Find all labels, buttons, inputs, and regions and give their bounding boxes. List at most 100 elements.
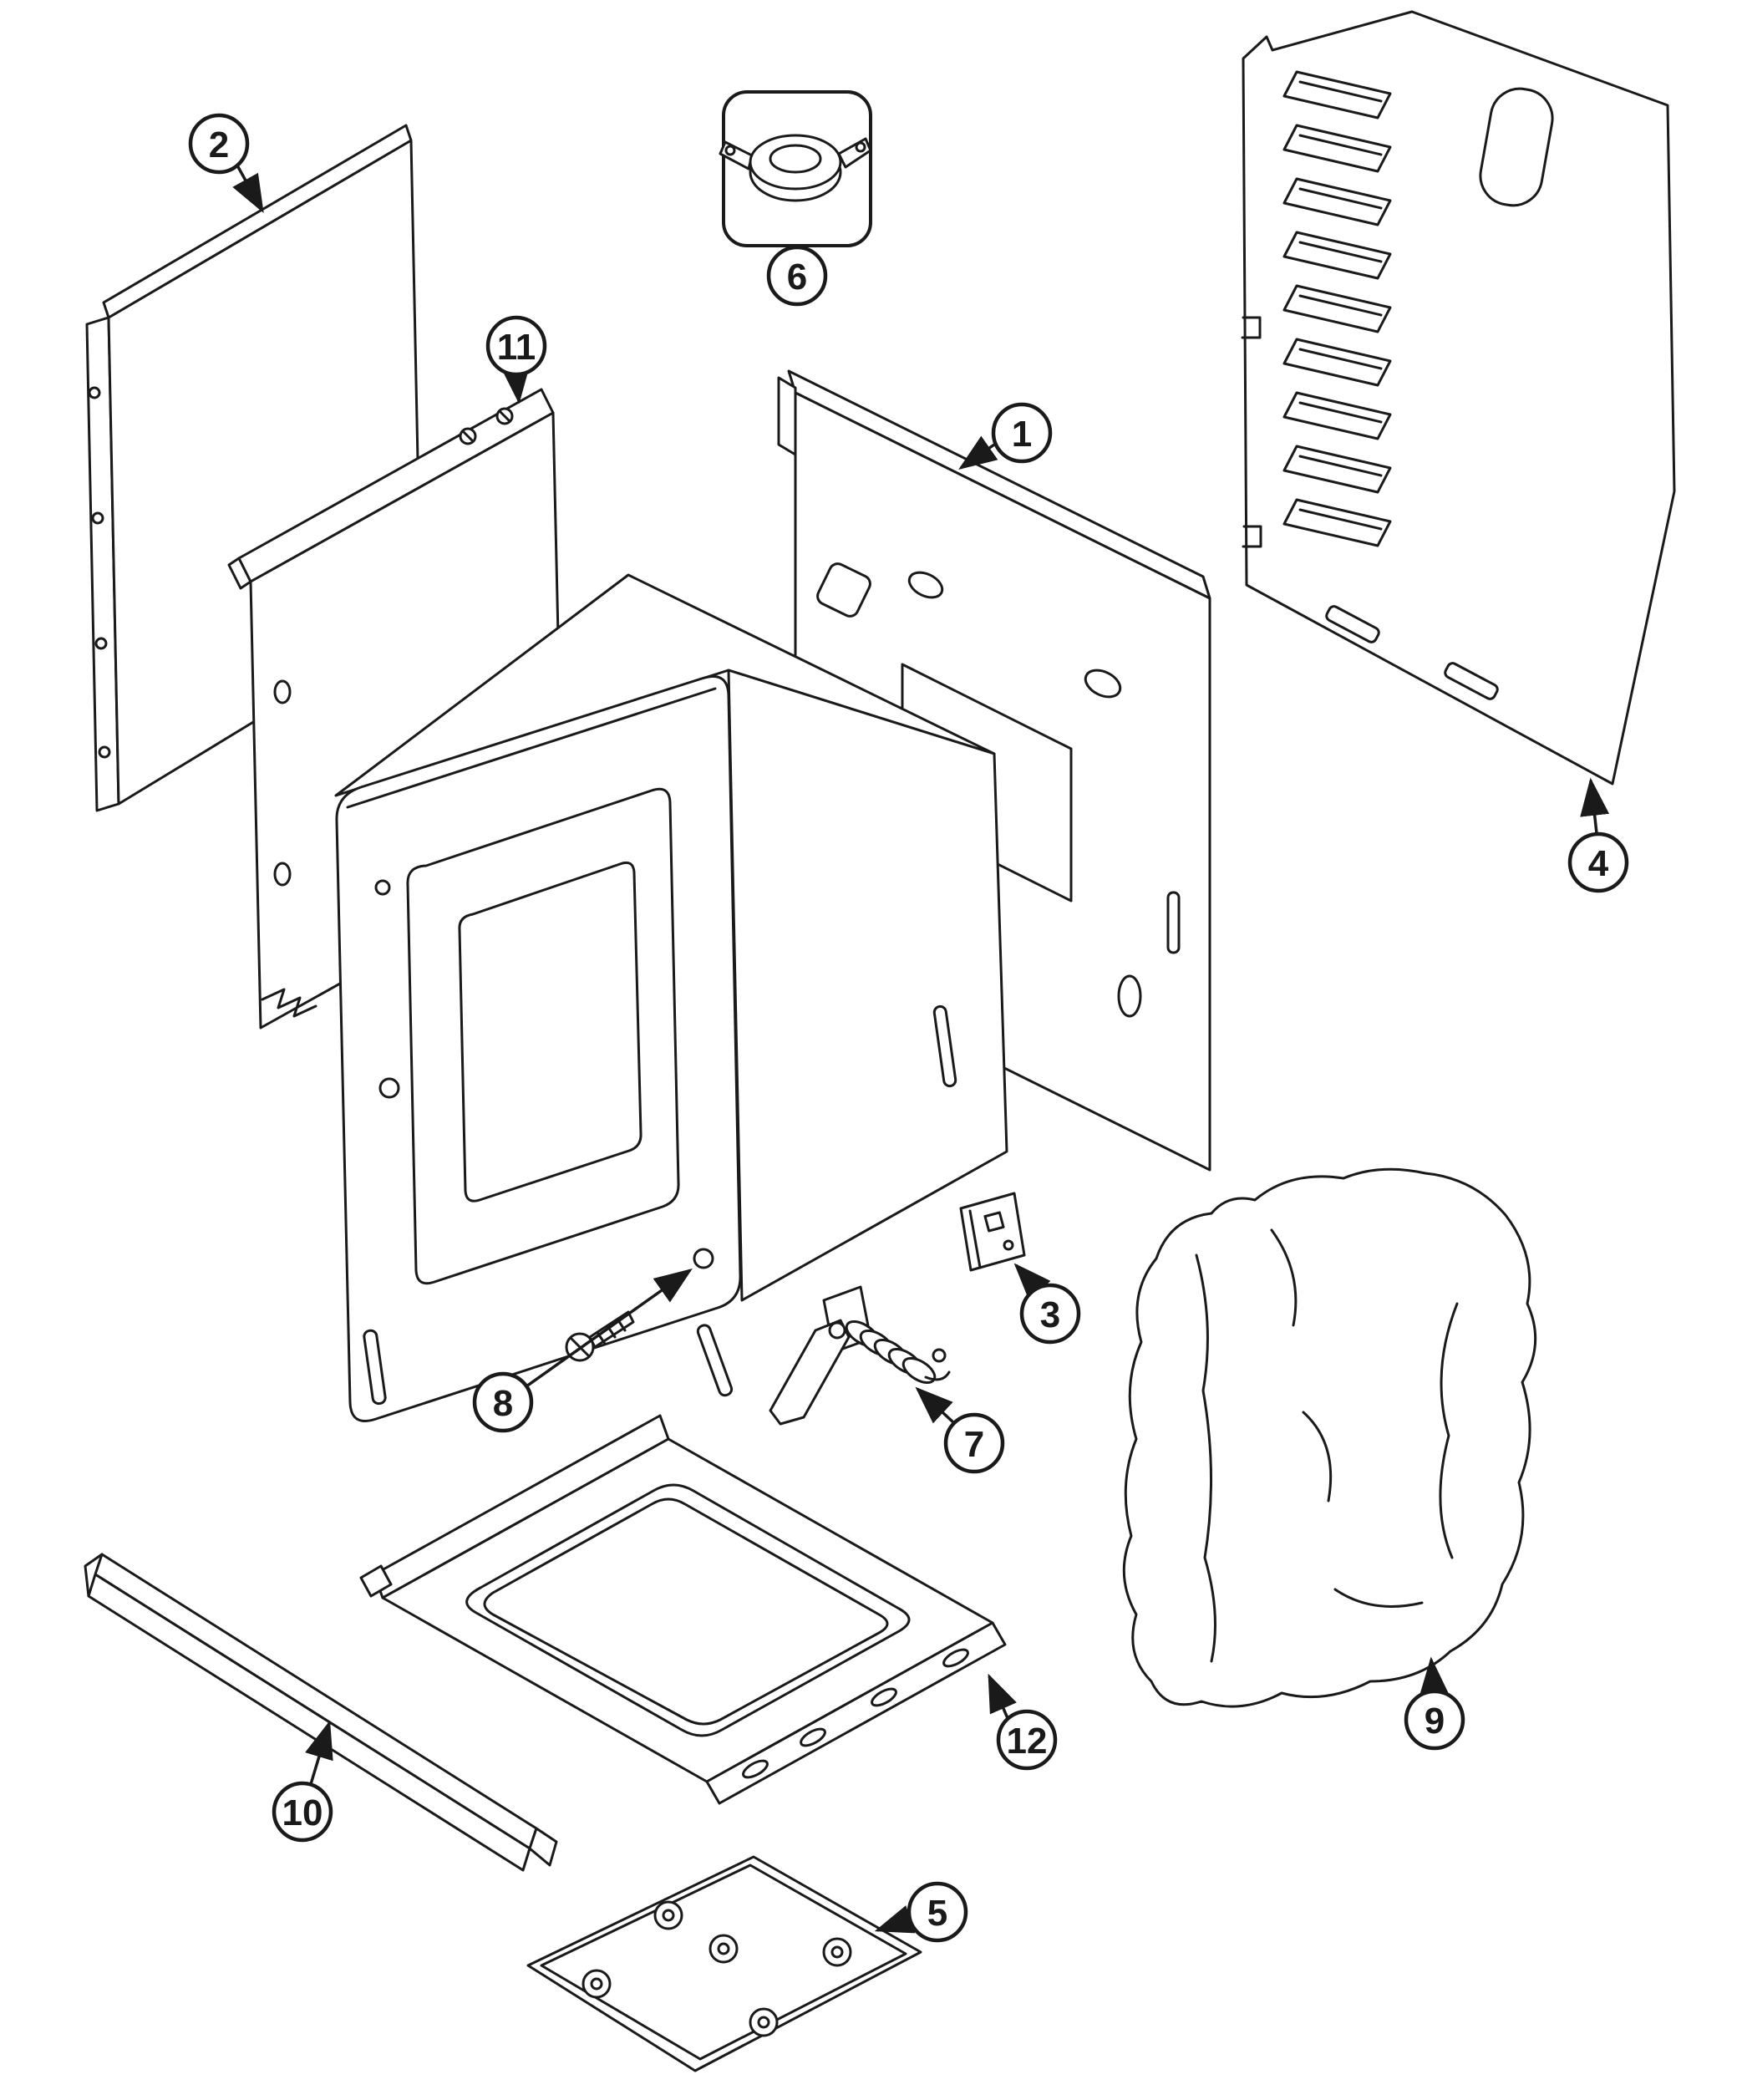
insulation-part-9 bbox=[1122, 1167, 1537, 1708]
oven-cavity-box bbox=[334, 573, 1008, 1422]
callout-2: 2 bbox=[188, 113, 264, 214]
pan-left-tab bbox=[359, 1564, 393, 1598]
mounting-hole bbox=[94, 637, 108, 650]
callout-bubble bbox=[991, 402, 1053, 464]
spring-end-hook bbox=[924, 1370, 951, 1381]
vertical-slot bbox=[1166, 891, 1181, 954]
louver-vent bbox=[1282, 177, 1392, 226]
callout-number: 4 bbox=[1588, 843, 1609, 884]
callout-8: 8 bbox=[472, 1268, 693, 1433]
bracket-square-hole bbox=[983, 1211, 1005, 1233]
rail-left-cap bbox=[84, 1553, 104, 1598]
callout-12: 12 bbox=[988, 1673, 1058, 1771]
cavity-side-slot bbox=[932, 1004, 957, 1088]
panel-bottom-tabs bbox=[261, 988, 317, 1018]
callout-bubble bbox=[472, 1371, 534, 1433]
panel-left-tab bbox=[777, 376, 797, 456]
callout-number: 10 bbox=[282, 1792, 323, 1833]
oval-hole bbox=[907, 571, 944, 599]
plate-inner-edge bbox=[540, 1864, 907, 2061]
callout-number: 11 bbox=[497, 327, 536, 368]
cavity-top-front-edge bbox=[346, 687, 717, 809]
callout-1: 1 bbox=[958, 402, 1053, 470]
base-pan-part-12 bbox=[359, 1414, 1007, 1805]
square-cutout bbox=[816, 562, 871, 618]
callout-bubble bbox=[766, 245, 828, 307]
callout-bubble bbox=[188, 113, 250, 175]
cavity-right-face bbox=[727, 669, 1008, 1302]
louver-vent bbox=[1282, 70, 1392, 119]
flange-slot bbox=[871, 1687, 897, 1707]
louver-vent bbox=[1282, 284, 1392, 333]
back-panel-edge-notch bbox=[1241, 316, 1262, 339]
callout-number: 7 bbox=[964, 1424, 984, 1465]
flange-slot bbox=[800, 1727, 826, 1747]
frame-slot bbox=[696, 1324, 734, 1397]
callout-number: 2 bbox=[209, 125, 229, 165]
louver-vents bbox=[1282, 70, 1392, 547]
callout-bubble bbox=[1019, 1283, 1081, 1345]
frame-slot bbox=[363, 1329, 387, 1406]
plate-foot bbox=[582, 1969, 612, 1999]
insulation-crease bbox=[1302, 1411, 1333, 1503]
louver-vent bbox=[1282, 124, 1392, 173]
insulation-crease bbox=[1439, 1302, 1459, 1559]
back-panel-bottom-slot bbox=[1325, 605, 1380, 643]
callout-number: 6 bbox=[787, 257, 807, 297]
oval-hole bbox=[1084, 669, 1122, 699]
frame-screw-hole bbox=[693, 1248, 714, 1269]
callout-7: 7 bbox=[915, 1386, 1005, 1474]
latch-lever bbox=[769, 1319, 851, 1426]
spring-hook-eye bbox=[932, 1348, 947, 1363]
thermostat-tab-hole bbox=[724, 145, 736, 156]
callout-number: 9 bbox=[1425, 1701, 1445, 1742]
callout-bubble bbox=[1567, 831, 1629, 893]
louver-vent bbox=[1282, 498, 1392, 547]
plate-foot bbox=[822, 1937, 852, 1967]
louver-vent bbox=[1282, 231, 1392, 280]
callout-bubble bbox=[1404, 1689, 1465, 1751]
side-panel-top-edge bbox=[102, 124, 413, 319]
callout-number: 12 bbox=[1007, 1721, 1048, 1762]
panel-hole bbox=[273, 862, 292, 887]
callout-number: 8 bbox=[493, 1383, 513, 1424]
bracket-part-3 bbox=[959, 1192, 1026, 1272]
thermostat-part-6 bbox=[719, 90, 872, 247]
frame-screw-hole bbox=[378, 1077, 400, 1099]
flange-slot bbox=[742, 1759, 769, 1779]
callouts: 1 2 3 4 5 6 7 bbox=[188, 113, 1629, 1943]
coil-spring bbox=[845, 1319, 937, 1385]
frame-screw-hole bbox=[374, 879, 391, 896]
callout-5: 5 bbox=[874, 1881, 968, 1943]
thermostat-cap bbox=[769, 144, 822, 174]
callout-3: 3 bbox=[1013, 1263, 1081, 1345]
thermostat-tab-hole bbox=[855, 141, 866, 153]
callout-bubble bbox=[907, 1881, 968, 1943]
plate-foot bbox=[749, 2007, 779, 2037]
rail-screw-slot bbox=[461, 430, 475, 443]
bracket-hole bbox=[1003, 1239, 1014, 1251]
insulation-crease bbox=[1270, 1228, 1298, 1327]
latch-pivot bbox=[828, 1321, 846, 1340]
callout-4: 4 bbox=[1567, 777, 1629, 893]
louver-vent bbox=[1282, 338, 1392, 387]
callout-number: 5 bbox=[927, 1893, 947, 1934]
insulation-outline bbox=[1122, 1167, 1537, 1708]
louver-vent bbox=[1282, 445, 1392, 494]
flange-slot bbox=[942, 1648, 969, 1668]
rail-screw-slot bbox=[498, 409, 511, 423]
pan-inner-depression bbox=[465, 1483, 911, 1737]
mounting-hole bbox=[88, 386, 101, 399]
louver-vent bbox=[1282, 391, 1392, 440]
insulation-crease bbox=[1333, 1588, 1424, 1608]
back-panel-edge-notch bbox=[1242, 525, 1262, 548]
plate-foot bbox=[653, 1900, 683, 1930]
callout-number: 1 bbox=[1012, 414, 1032, 455]
plate-face bbox=[526, 1855, 922, 2072]
insulation-crease bbox=[1195, 1253, 1216, 1663]
callout-9: 9 bbox=[1404, 1656, 1465, 1751]
oval-hole bbox=[1117, 974, 1142, 1018]
callout-bubble bbox=[485, 315, 547, 377]
callout-10: 10 bbox=[272, 1720, 333, 1843]
